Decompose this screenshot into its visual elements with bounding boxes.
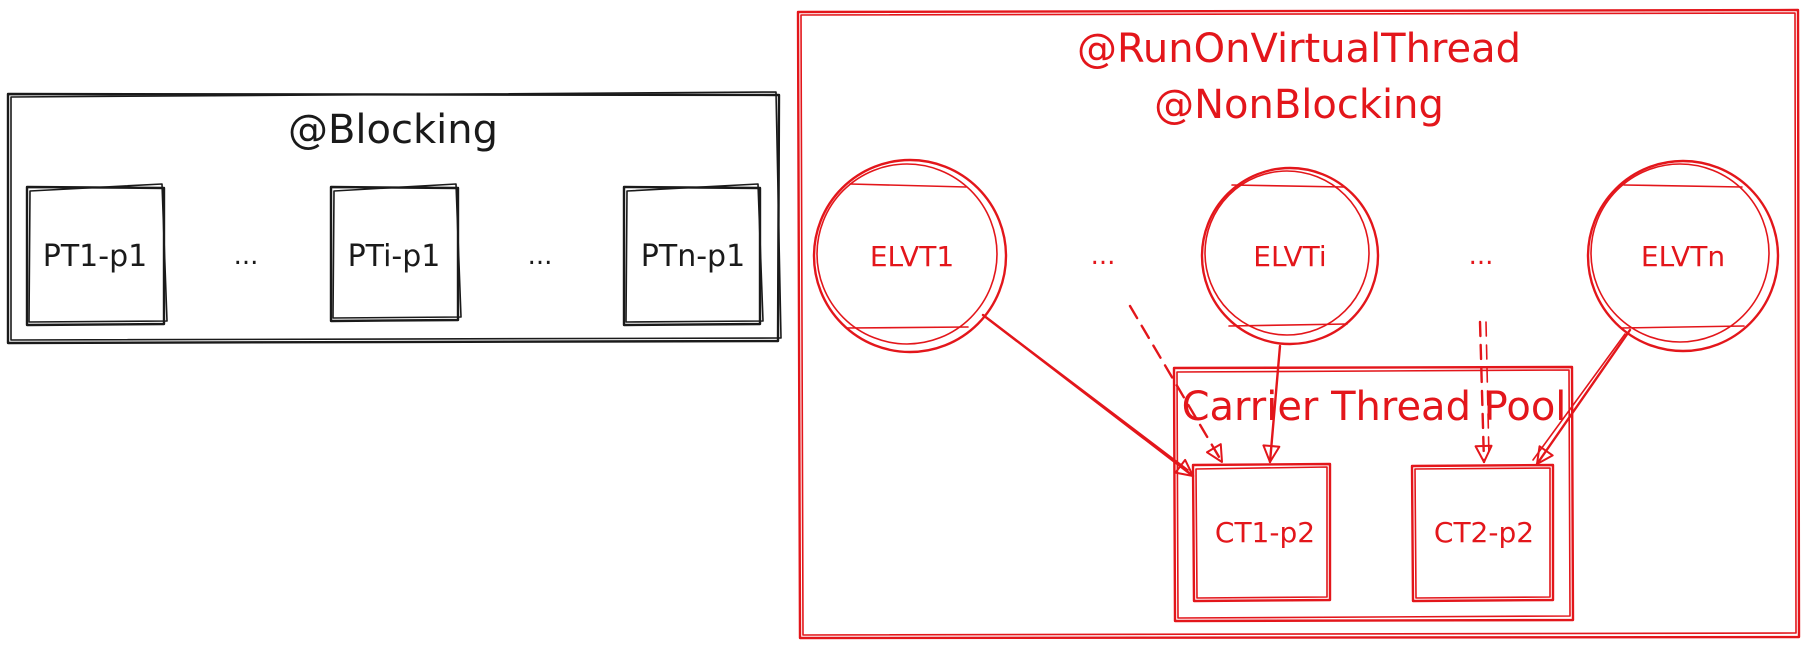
- platform-thread-box-n: [622, 183, 764, 327]
- arrow-elvtn-to-ct2: [1532, 328, 1632, 466]
- blocking-ellipsis-1: ...: [234, 241, 259, 271]
- platform-thread-label-i: PTi-p1: [348, 239, 441, 274]
- platform-thread-box-1: [25, 183, 168, 327]
- carrier-thread-label-1: CT1-p2: [1215, 516, 1315, 549]
- carrier-pool-title: Carrier Thread Pool: [1182, 384, 1567, 430]
- event-loop-label-i: ELVTi: [1253, 240, 1326, 273]
- platform-thread-label-1: PT1-p1: [43, 239, 147, 274]
- arrow-elvti-to-ct1: [1262, 344, 1282, 464]
- carrier-pool-frame: [1172, 365, 1575, 623]
- virtual-thread-frame: [796, 8, 1801, 640]
- carrier-thread-box-1: [1191, 462, 1332, 603]
- event-loop-label-1: ELVT1: [870, 240, 954, 273]
- arrow-dashed-to-ct1: [1128, 304, 1224, 464]
- carrier-thread-box-2: [1410, 463, 1555, 603]
- blocking-frame: [6, 91, 782, 345]
- arrow-dashed-to-ct2: [1474, 320, 1493, 464]
- blocking-title: @Blocking: [288, 107, 498, 153]
- virtual-ellipsis-1: ...: [1091, 241, 1116, 271]
- event-loop-circle-i: [1200, 166, 1380, 346]
- event-loop-circle-n: [1586, 159, 1780, 353]
- virtual-ellipsis-2: ...: [1469, 241, 1494, 271]
- blocking-ellipsis-2: ...: [528, 241, 553, 271]
- blocking-group: @Blocking PT1-p1 ... PTi-p1 ... PTn-p1: [6, 91, 782, 345]
- arrow-elvt1-to-ct1: [981, 313, 1195, 478]
- event-loop-label-n: ELVTn: [1641, 240, 1725, 273]
- virtual-thread-group: @RunOnVirtualThread @NonBlocking ELVT1 .…: [796, 8, 1801, 640]
- event-loop-circle-1: [812, 158, 1008, 354]
- virtual-thread-title-line2: @NonBlocking: [1154, 82, 1444, 128]
- platform-thread-box-i: [329, 183, 462, 323]
- carrier-thread-label-2: CT2-p2: [1434, 516, 1534, 549]
- virtual-thread-title-line1: @RunOnVirtualThread: [1077, 26, 1521, 72]
- platform-thread-label-n: PTn-p1: [641, 239, 745, 274]
